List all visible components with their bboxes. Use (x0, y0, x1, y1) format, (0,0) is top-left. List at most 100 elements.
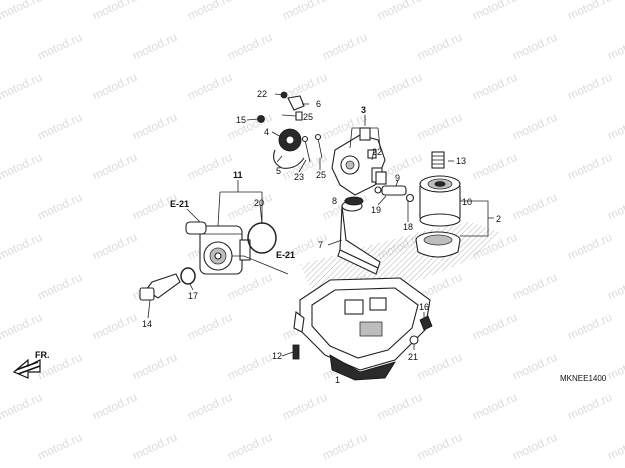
callout-12: 12 (272, 351, 282, 361)
cooler-o-ring (247, 222, 277, 254)
watermark-text: motod.ru (35, 190, 84, 223)
watermark-text: motod.ru (185, 70, 234, 103)
watermark-text: motod.ru (415, 430, 464, 463)
watermark-text: motod.ru (280, 390, 329, 423)
watermark-text: motod.ru (470, 310, 519, 343)
direction-label: FR. (35, 350, 50, 360)
callout-13: 13 (456, 156, 466, 166)
watermark-text: motod.ru (375, 70, 424, 103)
watermark-text: motod.ru (510, 430, 559, 463)
watermark-text: motod.ru (0, 0, 44, 23)
watermark-text: motod.ru (565, 0, 614, 23)
watermark-text: motod.ru (565, 150, 614, 183)
callout-11: 11 (233, 170, 243, 180)
relief-valve (374, 185, 415, 203)
bolt-24 (304, 139, 311, 163)
watermark-text: motod.ru (565, 310, 614, 343)
callout-3: 3 (361, 105, 366, 115)
watermark-text: motod.ru (605, 350, 625, 383)
callout-5: 5 (276, 166, 281, 176)
watermark-text: motod.ru (415, 350, 464, 383)
callout-21: 21 (408, 352, 418, 362)
watermark-text: motod.ru (130, 350, 179, 383)
callout-17: 17 (188, 291, 198, 301)
watermark-text: motod.ru (320, 430, 369, 463)
watermark-text: motod.ru (605, 430, 625, 463)
watermark-text: motod.ru (605, 270, 625, 303)
watermark-text: motod.ru (565, 70, 614, 103)
oil-cooler (185, 221, 251, 275)
watermark-text: motod.ru (605, 190, 625, 223)
bracket-part (287, 95, 305, 111)
watermark-text: motod.ru (185, 150, 234, 183)
watermark-text: motod.ru (0, 150, 44, 183)
washer-17 (180, 267, 196, 285)
watermark-text: motod.ru (565, 390, 614, 423)
watermark-text: motod.ru (470, 0, 519, 23)
callout-10: 10 (462, 197, 472, 207)
watermark-text: motod.ru (130, 30, 179, 63)
callout-25b: 25 (316, 170, 326, 180)
callout-2: 2 (496, 214, 501, 224)
watermark-text: motod.ru (90, 70, 139, 103)
watermark-text: motod.ru (35, 430, 84, 463)
watermark-text: motod.ru (0, 70, 44, 103)
callout-16: 16 (419, 302, 429, 312)
watermark-text: motod.ru (185, 390, 234, 423)
o-ring-8 (344, 196, 364, 206)
washer-21 (409, 335, 419, 345)
watermark-text: motod.ru (225, 270, 274, 303)
dowel-22 (375, 171, 387, 185)
callout-22: 22 (372, 147, 382, 157)
oil-filter (419, 175, 461, 227)
callout-1: 1 (335, 375, 340, 385)
watermark-text: motod.ru (415, 110, 464, 143)
watermark-text: motod.ru (0, 230, 44, 263)
callout-14: 14 (142, 319, 152, 329)
watermark-text: motod.ru (375, 0, 424, 23)
bolt-25-top (295, 111, 303, 121)
watermark-text: motod.ru (415, 30, 464, 63)
watermark-text: motod.ru (90, 390, 139, 423)
watermark-text: motod.ru (470, 150, 519, 183)
callout-9: 9 (395, 173, 400, 183)
callout-20: 20 (254, 198, 264, 208)
pump-gear (273, 128, 305, 169)
callout-8: 8 (332, 196, 337, 206)
callout-18: 18 (403, 222, 413, 232)
callout-labels: 22 6 15 4 25 5 23 25 3 22 22 9 8 19 18 1… (142, 89, 501, 385)
filter-element (415, 231, 461, 258)
bolt-25 (317, 137, 323, 159)
callout-24: 23 (294, 172, 304, 182)
callout-19: 19 (371, 205, 381, 215)
watermark-text: motod.ru (185, 0, 234, 23)
watermark-text: motod.ru (225, 350, 274, 383)
watermark-text: motod.ru (510, 270, 559, 303)
reference-e21-bottom: E-21 (276, 250, 295, 260)
watermark-text: motod.ru (375, 390, 424, 423)
drain-bolt (419, 315, 433, 331)
watermark-text: motod.ru (35, 30, 84, 63)
oil-pan (293, 277, 431, 381)
nut (257, 115, 265, 123)
reference-e21-top: E-21 (170, 199, 189, 209)
front-direction-arrow (12, 358, 41, 379)
callout-25a: 25 (303, 112, 313, 122)
callout-4: 4 (264, 127, 269, 137)
watermark-text: motod.ru (90, 310, 139, 343)
watermark-text: motod.ru (0, 310, 44, 343)
watermark-text: motod.ru (565, 230, 614, 263)
diagram-code: MKNEE1400 (560, 374, 607, 383)
watermark-text: motod.ru (90, 230, 139, 263)
watermark-text: motod.ru (470, 390, 519, 423)
watermark-text: motod.ru (605, 110, 625, 143)
watermark-text: motod.ru (185, 310, 234, 343)
watermark-text: motod.ru (90, 0, 139, 23)
watermark-text: motod.ru (510, 190, 559, 223)
watermark-text: motod.ru (35, 270, 84, 303)
watermark-text: motod.ru (470, 70, 519, 103)
watermark-text: motod.ru (225, 30, 274, 63)
watermark-text: motod.ru (320, 30, 369, 63)
